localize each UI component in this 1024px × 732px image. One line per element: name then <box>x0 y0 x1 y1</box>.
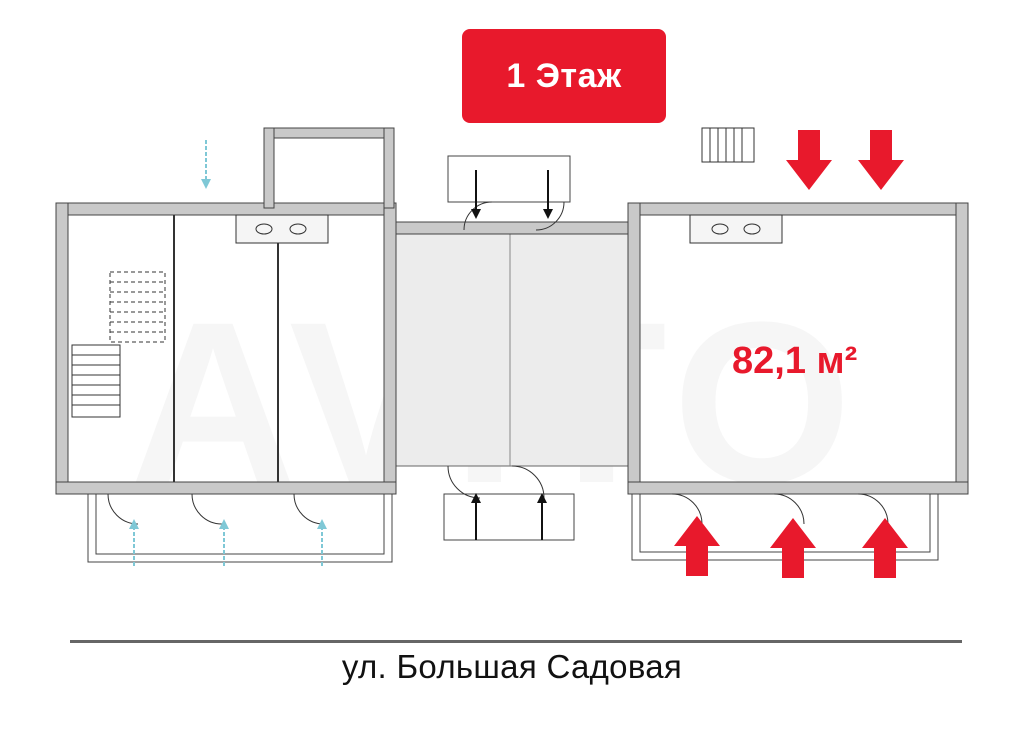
door-swing-icon <box>107 201 889 525</box>
central-steps <box>443 155 575 541</box>
area-label: 82,1 м² <box>732 340 858 382</box>
toilet-icon <box>689 214 783 244</box>
entry-arrow-icon <box>129 140 327 566</box>
atrium-area <box>391 221 633 467</box>
porch-left <box>87 493 393 563</box>
entry-arrow-red-icon <box>674 130 908 578</box>
stair-icon <box>71 271 166 418</box>
entry-arrow-icon <box>471 170 553 540</box>
stair-icon <box>701 127 755 163</box>
right-building <box>627 202 969 495</box>
left-building <box>55 127 397 495</box>
street-line <box>70 640 962 643</box>
floor-badge: 1 Этаж <box>462 29 666 123</box>
street-label: ул. Большая Садовая <box>341 648 683 685</box>
left-partitions <box>173 215 279 482</box>
atrium-top-wall <box>391 221 633 235</box>
toilet-icon <box>235 214 329 244</box>
